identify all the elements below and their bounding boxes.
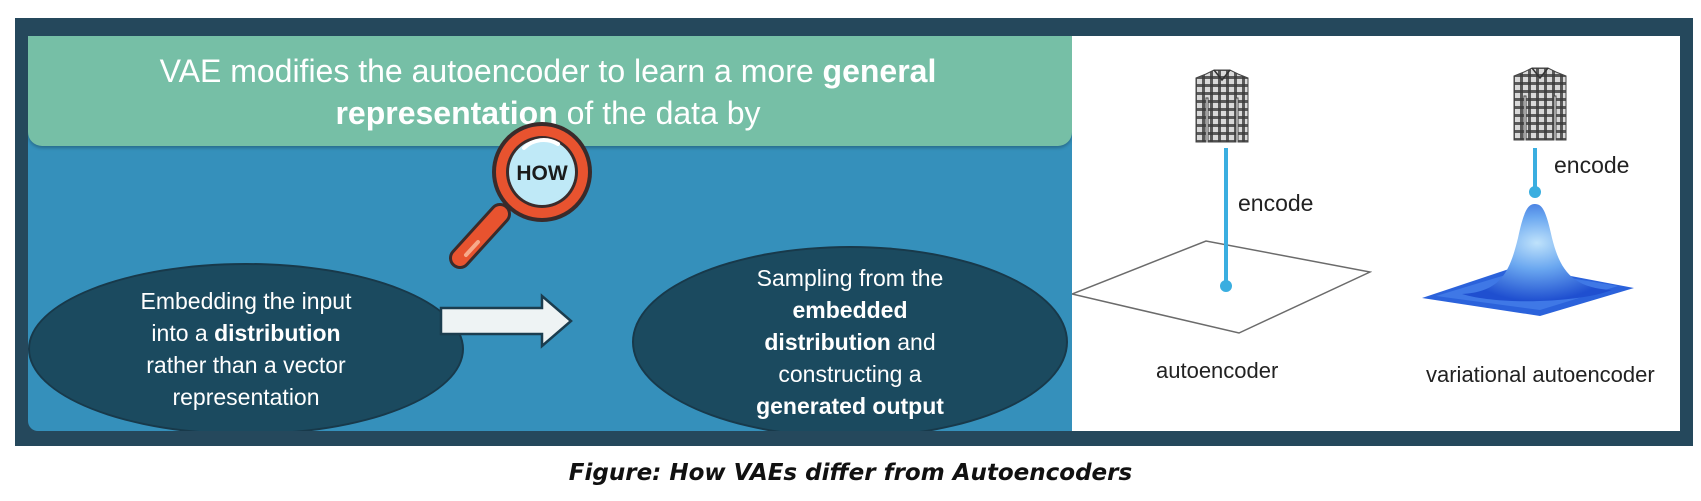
- header-bold-general: general: [822, 53, 937, 89]
- gaussian-distribution-surface: [1422, 148, 1634, 316]
- right-arrow-icon: [439, 293, 573, 349]
- header-bold-representation: representation: [335, 95, 558, 131]
- header-text-part1: VAE modifies the autoencoder to learn a …: [159, 53, 823, 89]
- step1-line1: Embedding the input: [140, 288, 352, 314]
- shirt-icon: [1195, 69, 1249, 143]
- how-badge-text: HOW: [516, 162, 568, 185]
- step2-line4: constructing a: [778, 361, 922, 387]
- step1-bold-distribution: distribution: [214, 320, 341, 346]
- autoencoder-caption: autoencoder: [1156, 358, 1279, 383]
- step2-line3b: and: [890, 329, 936, 355]
- vae-encode-label: encode: [1554, 152, 1630, 178]
- autoencoder-latent-plane: [1072, 148, 1372, 334]
- header-band: VAE modifies the autoencoder to learn a …: [28, 36, 1072, 146]
- autoencoder-encode-label: encode: [1238, 190, 1314, 216]
- figure-caption: Figure: How VAEs differ from Autoencoder…: [568, 460, 1133, 486]
- step2-bold-distribution: distribution: [764, 329, 891, 355]
- step2-bold-embedded: embedded: [792, 297, 908, 323]
- step1-line4: representation: [172, 384, 320, 410]
- shirt-icon-vae: [1513, 67, 1567, 141]
- magnifier-how-icon: HOW: [449, 122, 592, 269]
- step2-bold-generated-output: generated output: [756, 393, 944, 419]
- step1-line2a: into a: [151, 320, 215, 346]
- vae-explanation-panel: VAE modifies the autoencoder to learn a …: [28, 36, 1072, 431]
- step1-ellipse: Embedding the input into a distribution …: [28, 263, 464, 431]
- step1-line3: rather than a vector: [146, 352, 346, 378]
- step2-line1: Sampling from the: [756, 265, 944, 291]
- header-text: VAE modifies the autoencoder to learn a …: [68, 50, 1028, 134]
- comparison-panel: encode autoencoder encode variational au…: [1072, 36, 1680, 431]
- step2-ellipse: Sampling from the embedded distribution …: [632, 246, 1068, 431]
- vae-caption: variational autoencoder: [1426, 362, 1655, 387]
- header-text-part2: of the data by: [557, 95, 761, 131]
